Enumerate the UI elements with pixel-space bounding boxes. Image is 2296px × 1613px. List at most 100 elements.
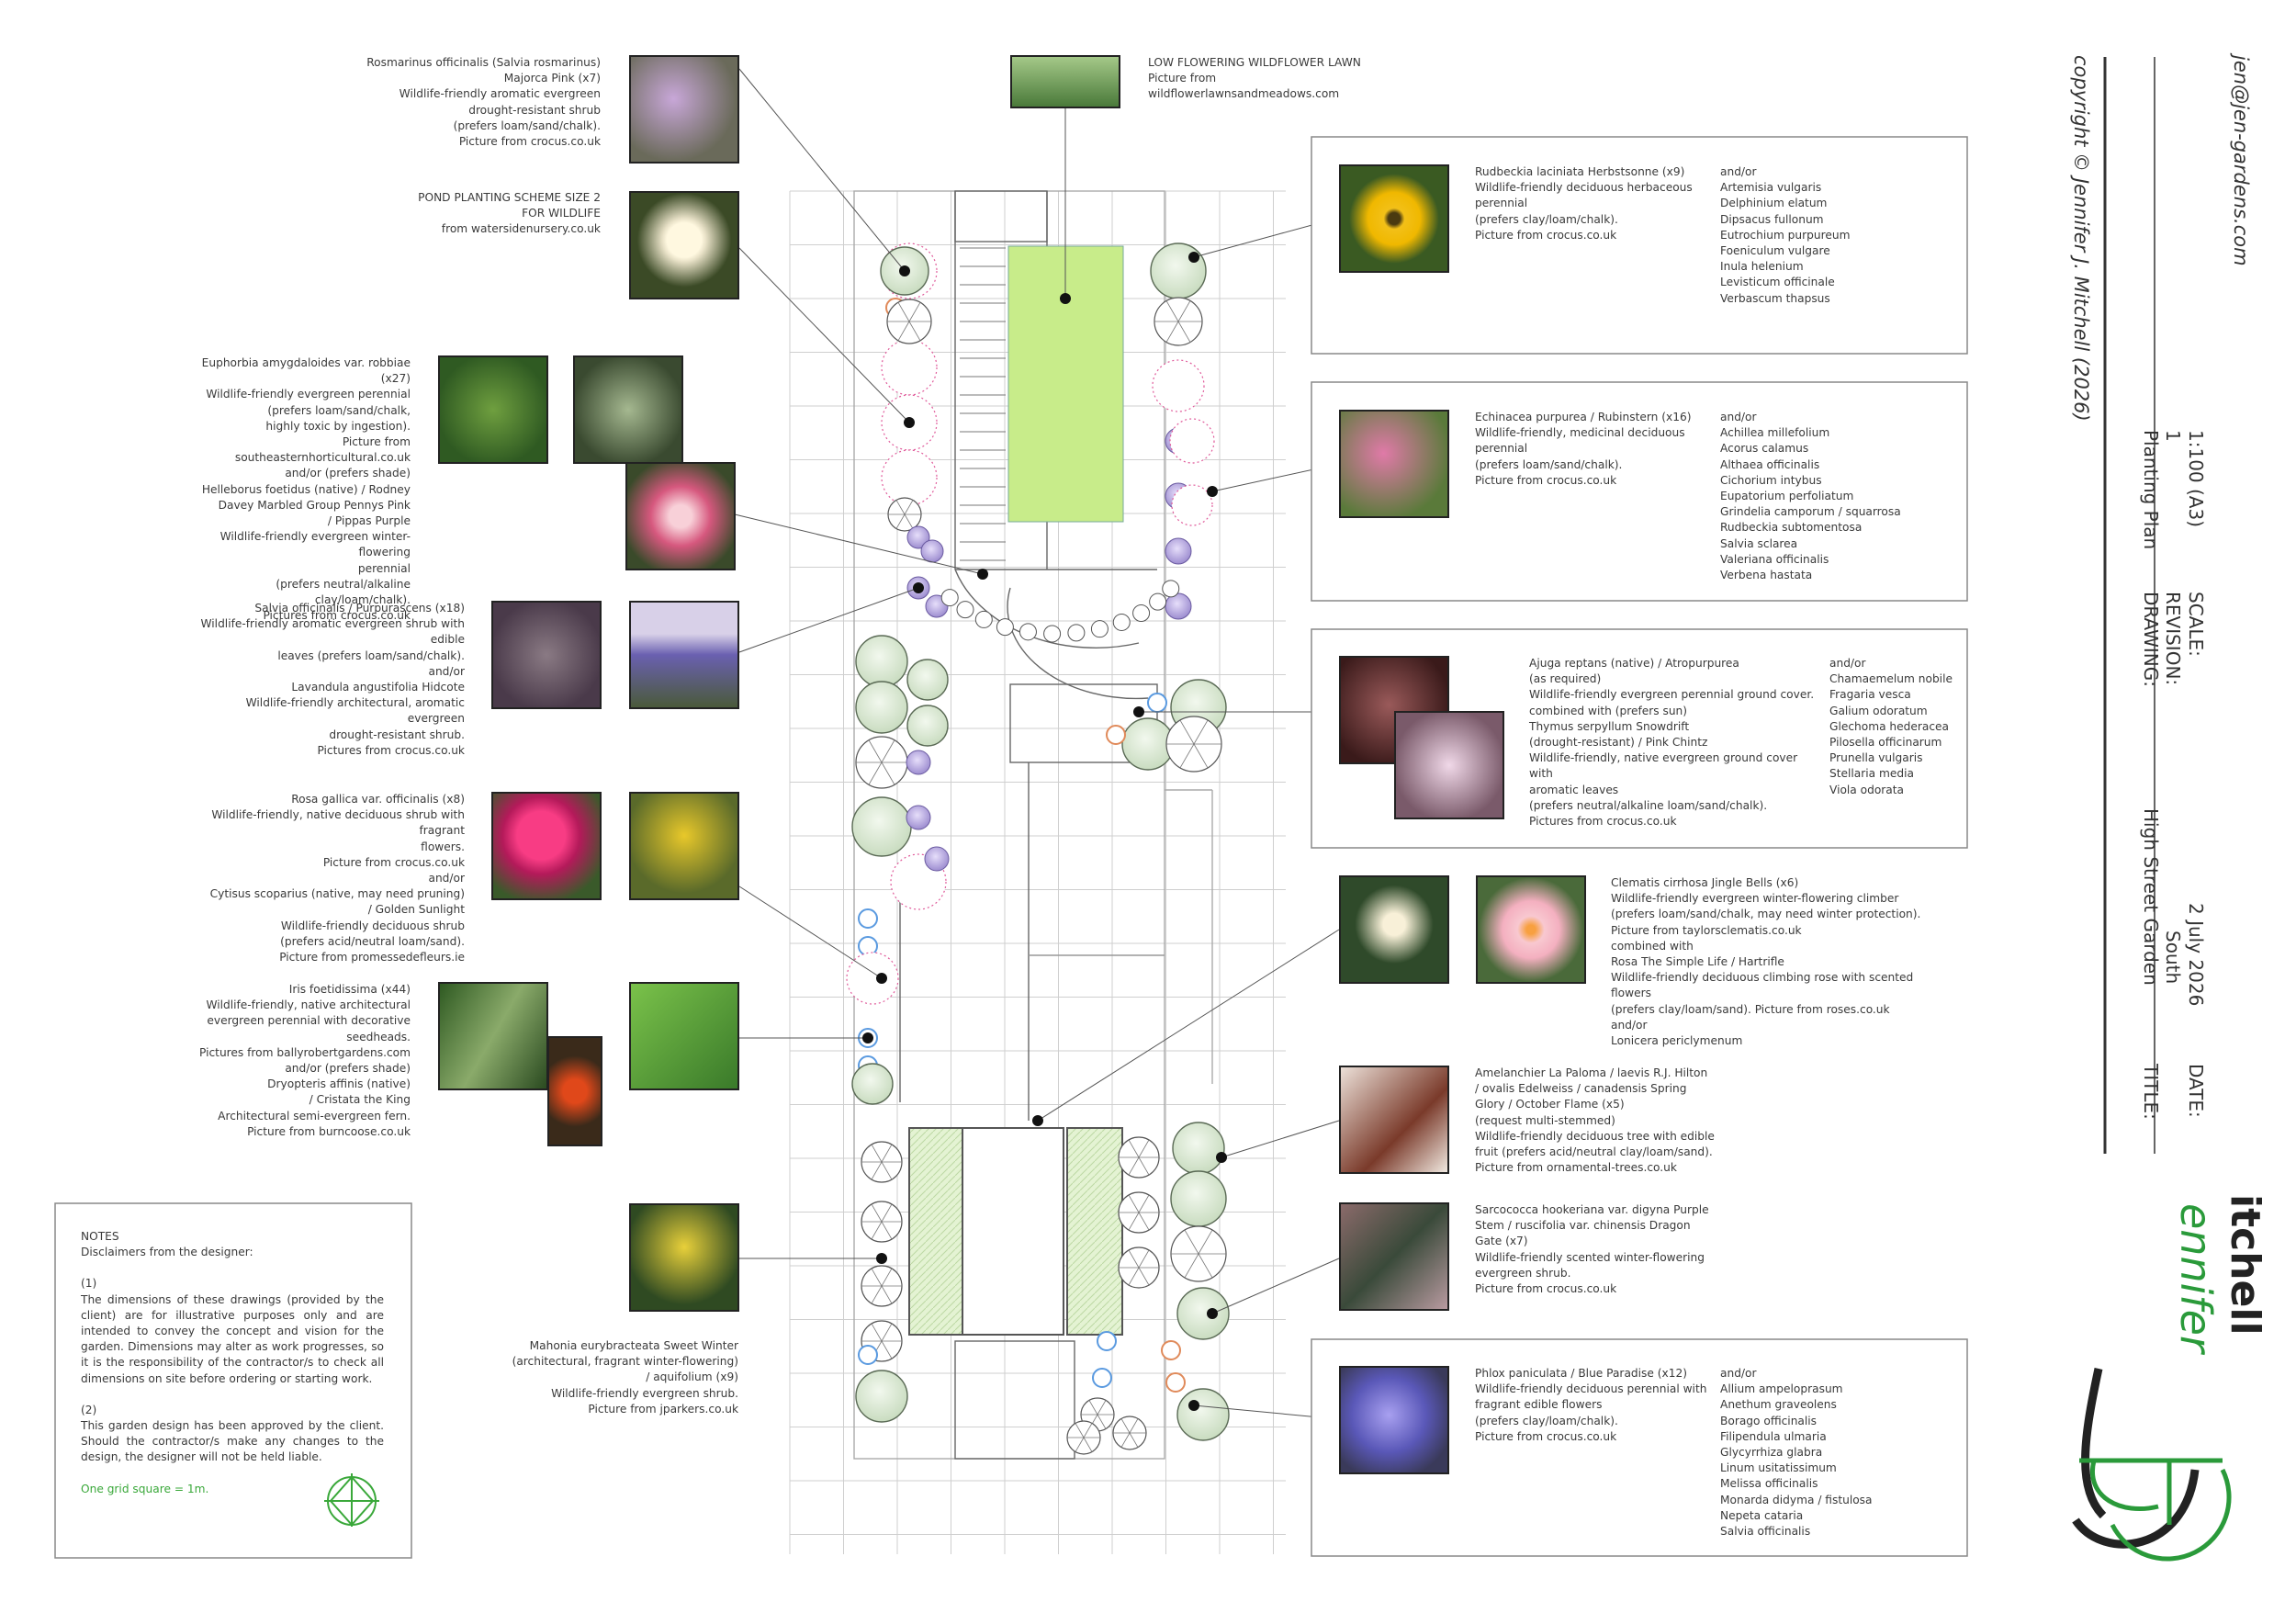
shrub-spoke [1083,1437,1093,1452]
logo-word-1: ennifer [2171,1203,2221,1353]
title-value-line-2: South [2162,931,2184,985]
drawing-value: Planting Plan [2140,430,2162,550]
shrub-spoke [904,513,914,529]
shrub-spoke [1075,1423,1085,1438]
label-iris: Iris foetidissima (x44) Wildlife-friendl… [199,983,411,1138]
pond-plant-symbol [1112,613,1131,631]
notes-panel: NOTES Disclaimers from the designer: (1)… [81,1229,384,1497]
photo-iris [438,982,548,1090]
wildflower-lawn-title: LOW FLOWERING WILDFLOWER LAWN [1148,56,1361,69]
photo-helleborus-pink [625,462,736,570]
leader-dot [904,417,915,428]
shrub-spoke [871,1203,883,1223]
lavender-symbol [906,805,931,830]
shrub-spoke [881,1161,893,1180]
perennial-symbol [881,339,938,396]
shrub-spoke [895,513,906,529]
shrub-spoke [1177,321,1191,343]
perennial-symbol [846,952,899,1005]
perennial-symbol [1152,359,1205,412]
photo-wildflower-lawn [1010,55,1120,108]
leader-dot [1032,1115,1043,1126]
perennial-symbol [1171,484,1213,526]
photo-rosa-gallica [491,792,602,900]
leader-dot [1216,1152,1227,1163]
pond-plant-symbol [1067,624,1086,642]
small-plant-symbol [1097,1331,1117,1351]
lavender-symbol [1165,537,1192,565]
pond-plant-symbol [1019,623,1037,641]
photo-rudbeckia [1339,164,1449,273]
shrub-spoke [1097,1414,1107,1429]
shrub-spoke [1120,1432,1131,1448]
small-plant-symbol [858,908,878,929]
leader-dot [876,973,887,984]
shrub-spoke [1128,1139,1140,1158]
drawing-label: DRAWING: [2140,592,2162,687]
photo-echinacea [1339,410,1449,518]
tree-symbol [855,1370,908,1423]
shrub-spoke [1138,1156,1150,1176]
tree-symbol [1170,1170,1227,1227]
photo-sarcococca [1339,1202,1449,1311]
perennial-symbol [1169,418,1215,464]
shrub-spoke [1128,1156,1140,1176]
note-2: This garden design has been approved by … [81,1419,384,1464]
shrub-spoke [871,1323,883,1342]
pond-plant-symbol [956,601,974,619]
leader-dot [899,265,910,276]
photo-dryopteris [629,982,739,1090]
shrub-spoke [881,1285,893,1304]
shrub-spoke [881,1268,893,1287]
shrub-spoke [1177,300,1191,322]
shrub-spoke [881,1221,893,1240]
tree-symbol [1150,243,1207,299]
leader-line [738,68,906,272]
photo-cytisus [629,792,739,900]
lavender-symbol [920,539,944,563]
shrub-spoke [1075,1437,1085,1452]
small-plant-symbol [1147,693,1167,713]
label-salvia: Salvia officinalis / Purpurascens (x18) … [200,602,465,757]
shrub-spoke [1198,1229,1213,1255]
shrub-spoke [1088,1400,1098,1416]
scale-value: 1:100 (A3) [2185,430,2207,528]
shrub-spoke [1165,321,1179,343]
leader-dot [876,1253,887,1264]
note-1: The dimensions of these drawings (provid… [81,1292,384,1385]
shrub-spoke [871,1144,883,1163]
shrub-spoke [868,761,883,785]
note-1-label: (1) [81,1277,97,1291]
leader-line [738,885,883,979]
shrub-spoke [1128,1194,1140,1213]
label-phlox-alternatives: and/or Allium ampeloprasum Anethum grave… [1720,1367,1873,1539]
leader-line [1037,929,1340,1122]
shrub-spoke [871,1221,883,1240]
label-amelanchier: Amelanchier La Paloma / laevis R.J. Hilt… [1475,1066,1715,1175]
shrub-spoke [881,1144,893,1163]
label-rosa-gallica: Rosa gallica var. officinalis (x8) Wildl… [209,793,465,964]
shrub-spoke [1138,1139,1150,1158]
leader-line [734,513,984,575]
revision-value: 1 [2162,430,2184,442]
leader-dot [977,569,988,580]
shrub-spoke [1129,1418,1139,1434]
label-ajuga: Ajuga reptans (native) / Atropurpurea (a… [1529,657,1815,829]
leader-dot [862,1032,873,1043]
date-value: 2 July 2026 [2185,903,2207,1007]
photo-iris-seeds [547,1036,602,1146]
perennial-symbol [881,449,938,506]
tree-symbol [906,705,949,747]
logo-word-2: itchell [2222,1194,2268,1336]
shrub-spoke [881,1323,893,1342]
label-rudbeckia: Rudbeckia laciniata Herbstsonne (x9) Wil… [1475,165,1693,242]
pond-plant-symbol [1043,625,1062,643]
leader-dot [1207,1308,1218,1319]
small-plant-symbol [1165,1372,1186,1393]
shrub-spoke [1138,1212,1150,1231]
leader-line [1221,1120,1340,1158]
shrub-spoke [1193,719,1209,745]
shrub-spoke [1129,1432,1139,1448]
shrub-spoke [908,321,921,341]
pond-plant-symbol [974,610,993,628]
